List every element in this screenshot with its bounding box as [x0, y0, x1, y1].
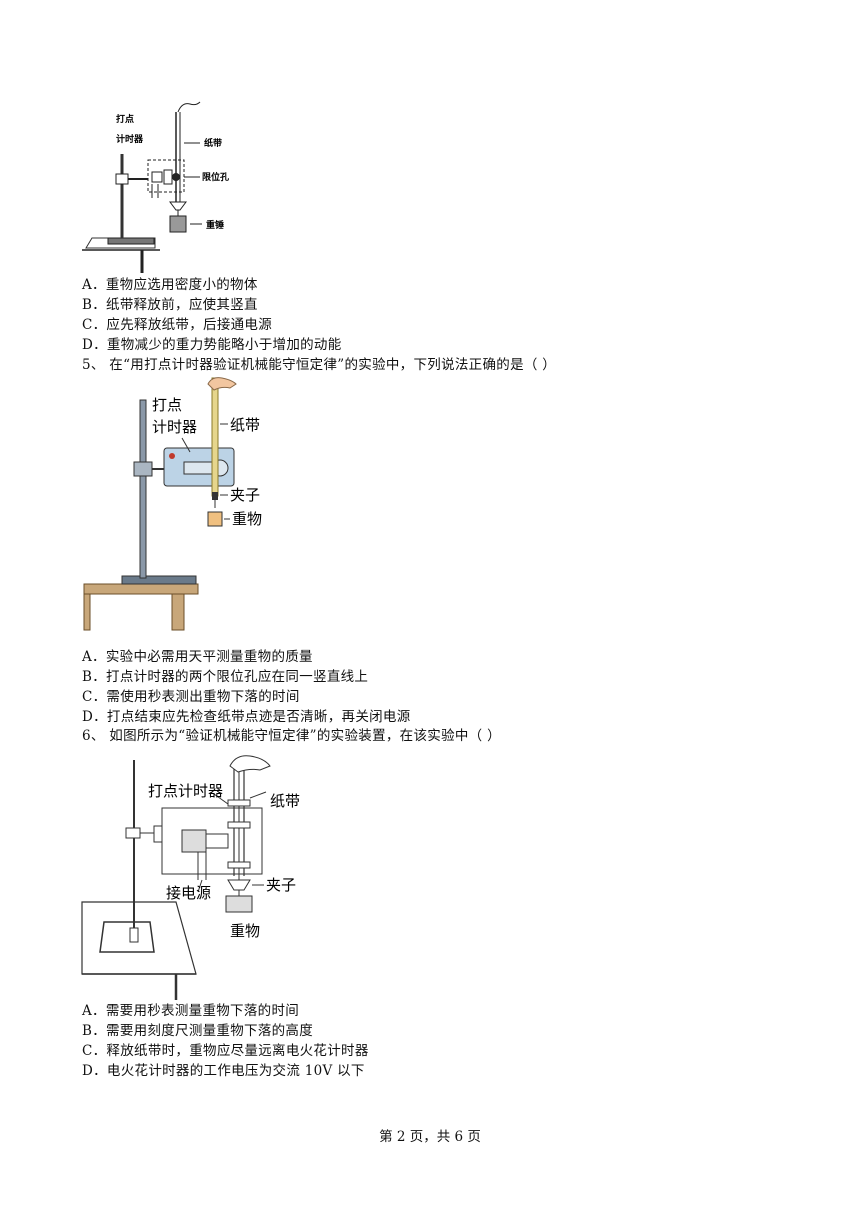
q5-option-a: A．实验中必需用天平测量重物的质量: [82, 649, 313, 665]
fig3-label-timer: 打点计时器: [148, 782, 223, 800]
page-footer: 第 2 页，共 6 页: [379, 1129, 481, 1145]
q5-option-d: D．打点结束应先检查纸带点迹是否清晰，再关闭电源: [82, 709, 411, 725]
q6-stem: 6、 如图所示为“验证机械能守恒定律”的实验装置，在该实验中（ ）: [82, 728, 501, 744]
q4-option-c: C．应先释放纸带，后接通电源: [82, 317, 273, 333]
q6-option-b: B．需要用刻度尺测量重物下落的高度: [82, 1023, 314, 1039]
fig3-label-clamp: 夹子: [266, 876, 296, 894]
q4-option-a: A．重物应选用密度小的物体: [82, 277, 258, 293]
fig3-label-power: 接电源: [166, 884, 211, 902]
figure-q4-apparatus: 打点 计时器 纸带 限位孔 重锤: [82, 101, 229, 273]
figure-q6-apparatus: 打点计时器 纸带 接电源 夹子 重物: [81, 755, 300, 1000]
q5-option-b: B．打点计时器的两个限位孔应在同一竖直线上: [82, 669, 369, 685]
fig1-label-tape: 纸带: [204, 137, 222, 149]
fig1-label-timer-2: 计时器: [116, 133, 144, 145]
fig3-label-weight: 重物: [230, 922, 260, 940]
q5-stem: 5、 在“用打点计时器验证机械能守恒定律”的实验中，下列说法正确的是（ ）: [82, 357, 557, 373]
fig2-label-timer-2: 计时器: [152, 418, 197, 436]
q4-option-b: B．纸带释放前，应使其竖直: [82, 297, 258, 313]
q6-option-d: D．电火花计时器的工作电压为交流 10V 以下: [82, 1063, 365, 1079]
fig2-label-weight: 重物: [232, 510, 262, 528]
fig2-label-clamp: 夹子: [230, 486, 260, 504]
fig2-label-timer-1: 打点: [152, 396, 182, 414]
q6-option-c: C．释放纸带时，重物应尽量远离电火花计时器: [82, 1043, 369, 1059]
q4-option-d: D．重物减少的重力势能略小于增加的动能: [82, 337, 342, 353]
fig1-label-hole: 限位孔: [202, 171, 229, 183]
fig3-label-tape: 纸带: [270, 792, 300, 810]
q5-option-c: C．需使用秒表测出重物下落的时间: [82, 689, 300, 705]
q6-option-a: A．需要用秒表测量重物下落的时间: [82, 1003, 300, 1019]
fig2-label-tape: 纸带: [230, 416, 260, 434]
fig1-label-weight: 重锤: [206, 219, 224, 231]
figure-q5-apparatus: 打点 计时器 纸带 夹子 重物: [83, 377, 262, 631]
fig1-label-timer-1: 打点: [116, 113, 134, 125]
